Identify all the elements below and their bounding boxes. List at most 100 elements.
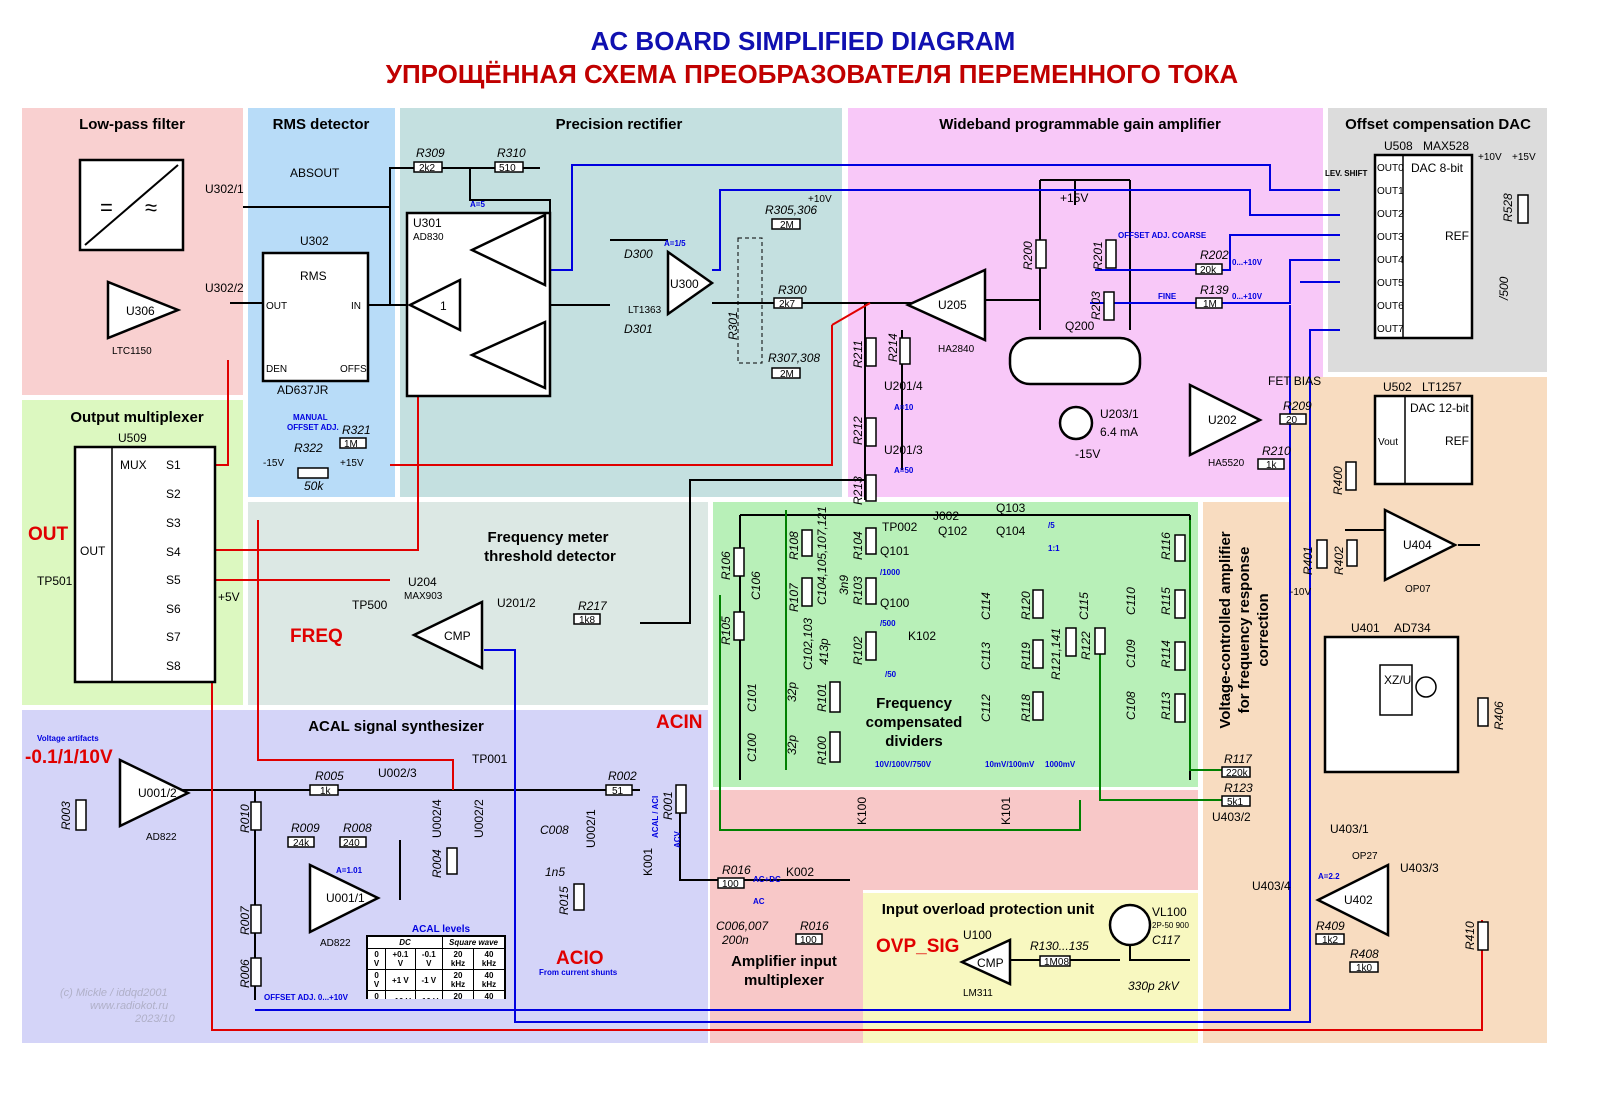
region-title: Low-pass filter: [79, 116, 185, 133]
resistor-r102: [865, 631, 877, 661]
label: MAX528: [1423, 139, 1469, 153]
label: 1000mV: [1045, 760, 1076, 769]
resistor-r310: [494, 161, 524, 173]
label: HA5520: [1208, 458, 1245, 469]
label: S4: [166, 545, 181, 559]
label: R120: [1019, 591, 1033, 620]
resistor-r003: [75, 799, 87, 831]
label: R101: [815, 683, 829, 712]
label: R209: [1283, 399, 1312, 413]
label: -15V: [263, 458, 284, 469]
resistor-r402: [1346, 539, 1358, 567]
resistor-r309: [413, 161, 443, 173]
label: DAC 8-bit: [1411, 161, 1464, 175]
label: 2k7: [779, 299, 796, 310]
label: Q101: [880, 544, 910, 558]
label: S1: [166, 458, 181, 472]
label: /500: [1497, 276, 1511, 301]
label: A=2.2: [1318, 872, 1340, 881]
label: R322: [294, 441, 323, 455]
resistor-r120: [1032, 589, 1044, 619]
resistor-r212: [865, 417, 877, 447]
resistor-r108: [801, 529, 813, 557]
region-low-pass-filter: [22, 108, 243, 395]
region-title: correction: [1255, 593, 1272, 666]
label: S2: [166, 487, 181, 501]
divider-components: R106 R105 C106 R108 R107 C104,105,107,12…: [719, 506, 1186, 765]
label: R108: [787, 531, 801, 560]
resistor-r005: [309, 784, 339, 796]
label: K102: [908, 629, 936, 643]
label: CMP: [444, 629, 471, 643]
label: C109: [1124, 639, 1138, 668]
label: 330p 2kV: [1128, 979, 1180, 993]
label: U403/1: [1330, 822, 1369, 836]
label: U201/4: [884, 379, 923, 393]
label: OFFS: [340, 364, 367, 375]
label: U202: [1208, 413, 1237, 427]
label: LT1363: [628, 305, 662, 316]
mux-chip: [73, 445, 217, 684]
label: +10V: [1478, 152, 1502, 163]
label: 100: [800, 935, 817, 946]
op-amp-u300: [666, 249, 715, 317]
wires: [180, 164, 1483, 1031]
label: R212: [851, 416, 865, 445]
label: Q102: [938, 524, 968, 538]
label: TP001: [472, 752, 508, 766]
label: R122: [1079, 631, 1093, 660]
label: U002/1: [584, 809, 598, 848]
label: 200n: [721, 933, 749, 947]
region-title: Input overload protection unit: [882, 901, 1095, 918]
region-title: Amplifier input: [731, 953, 837, 970]
label: 20k: [1200, 265, 1217, 276]
label: R402: [1332, 546, 1346, 575]
region-title: ACAL signal synthesizer: [308, 718, 484, 735]
resistor-r100: [829, 731, 841, 763]
label: U201/2: [497, 596, 536, 610]
label: CMP: [977, 956, 1004, 970]
resistor-r114: [1174, 641, 1186, 671]
label: R121,141: [1049, 628, 1063, 680]
resistor-r004: [446, 847, 458, 875]
label: 1k: [1266, 460, 1278, 471]
label: 100: [722, 879, 739, 890]
label: 10V/100V/750V: [875, 760, 932, 769]
label: R009: [291, 821, 320, 835]
label: MAX903: [404, 591, 443, 602]
label: 220k: [1226, 768, 1249, 779]
region-title: Frequency: [876, 695, 953, 712]
label: DAC 12-bit: [1410, 401, 1469, 415]
label: 24k: [293, 838, 310, 849]
label: C008: [540, 823, 569, 837]
label: R016: [800, 919, 829, 933]
resistor-r202: [1195, 263, 1223, 275]
label: R200: [1021, 241, 1035, 270]
label: 1M: [344, 439, 358, 450]
label: R119: [1019, 642, 1033, 670]
label: OUT5: [1377, 278, 1404, 289]
label: R006: [238, 959, 252, 988]
label: R105: [719, 616, 733, 645]
label: Q104: [996, 524, 1026, 538]
resistor-r406: [1477, 697, 1489, 727]
label: R307,308: [768, 351, 820, 365]
label: C114: [979, 592, 993, 620]
label: S5: [166, 573, 181, 587]
resistor-r010: [250, 801, 262, 831]
resistor-r002: [605, 784, 633, 796]
resistor-r121: [1065, 627, 1077, 657]
label: U300: [670, 277, 699, 291]
label: C100: [745, 733, 759, 762]
label: ACAL / ACI: [651, 796, 660, 838]
label: C102,103: [801, 618, 815, 670]
label: AD734: [1394, 621, 1431, 635]
label: /5: [1048, 521, 1055, 530]
resistor-r101: [829, 681, 841, 713]
label: R217: [578, 599, 608, 613]
resistor-r116: [1174, 534, 1186, 562]
label: R005: [315, 769, 344, 783]
region-title: Offset compensation DAC: [1345, 116, 1531, 133]
